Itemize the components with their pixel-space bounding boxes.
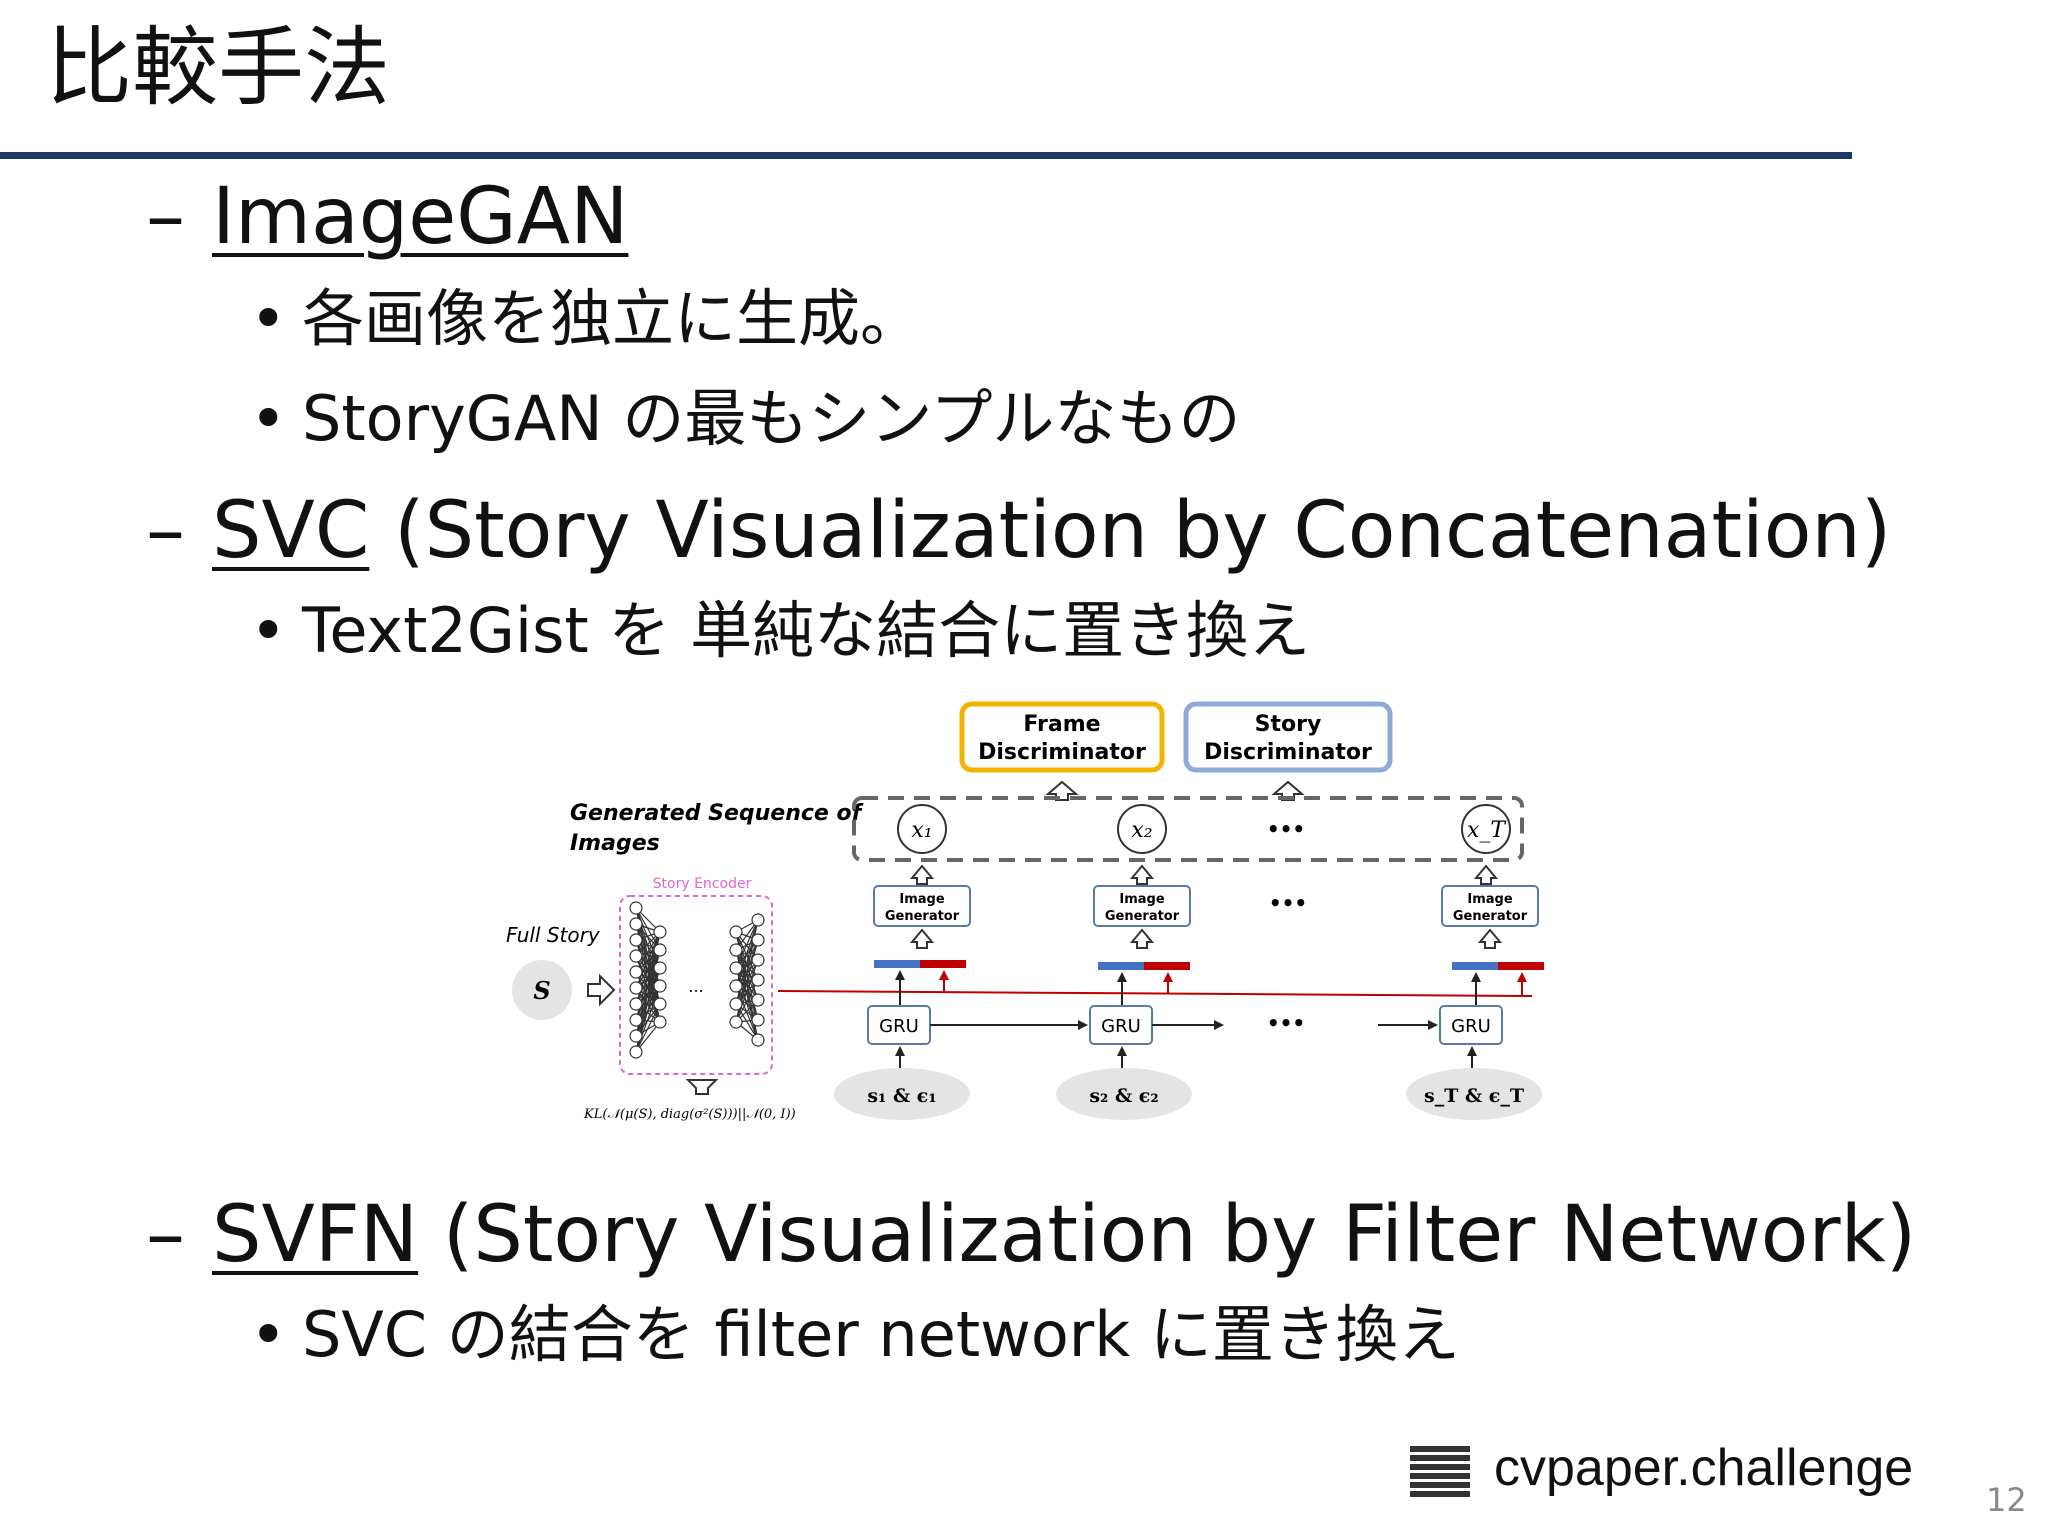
- bullet-text: StoryGAN の最もシンプルなもの: [302, 382, 1241, 455]
- svg-text:GRU: GRU: [1451, 1016, 1491, 1037]
- encoder-output-line: [777, 990, 1533, 997]
- full-story-label: Full Story: [506, 923, 601, 947]
- title-divider: [0, 152, 1852, 159]
- item-name: ImageGAN: [212, 172, 629, 262]
- image-generator-t: Image Generator: [1441, 885, 1539, 927]
- bullet-text: SVC の結合を filter network に置き換え: [302, 1298, 1460, 1371]
- output-node-1: x₁: [897, 804, 947, 854]
- generated-sequence-box: [852, 796, 1524, 862]
- brand-name: cvpaper.challenge: [1494, 1439, 1914, 1497]
- bullet: •Text2Gist を 単純な結合に置き換え: [250, 594, 1310, 668]
- svg-text:GRU: GRU: [1101, 1016, 1141, 1037]
- bullet: •各画像を独立に生成。: [250, 282, 922, 356]
- gru-cell-2: GRU: [1089, 1005, 1153, 1045]
- svg-text:x₂: x₂: [1131, 818, 1152, 843]
- output-node-t: x_T: [1461, 804, 1511, 854]
- svg-text:s₁ & ϵ₁: s₁ & ϵ₁: [867, 1085, 936, 1107]
- svg-text:GRU: GRU: [879, 1016, 919, 1037]
- input-node-2: s₂ & ϵ₂: [1056, 1068, 1192, 1120]
- item-svfn: –SVFN (Story Visualization by Filter Net…: [146, 1190, 1916, 1280]
- cvpaper-logo-icon: [1410, 1446, 1470, 1497]
- item-rest: (Story Visualization by Concatenation): [369, 486, 1892, 576]
- gru-cell-1: GRU: [867, 1005, 931, 1045]
- input-node-1: s₁ & ϵ₁: [834, 1068, 970, 1120]
- bullet-dot: •: [250, 382, 287, 455]
- svg-text:x₁: x₁: [911, 818, 932, 843]
- up-arrow-icon: [1045, 780, 1079, 801]
- output-node-2: x₂: [1117, 804, 1167, 854]
- item-name: SVC: [212, 486, 370, 576]
- svg-text:Generator: Generator: [1453, 909, 1528, 924]
- dash: –: [146, 486, 185, 576]
- svg-text:Image: Image: [1119, 892, 1164, 907]
- generated-sequence-label-2: Images: [570, 831, 660, 856]
- item-imagegan: –ImageGAN: [146, 172, 628, 262]
- svg-text:Generator: Generator: [885, 909, 960, 924]
- down-arrow-icon: [685, 1079, 719, 1095]
- dash: –: [146, 172, 185, 262]
- kl-loss-label: KL(𝒩(μ(S), diag(σ²(S)))||𝒩(0, I)): [583, 1107, 796, 1122]
- full-story-node: [512, 960, 572, 1020]
- slide-title: 比較手法: [46, 18, 390, 118]
- svg-text:Image: Image: [1467, 892, 1512, 907]
- frame-discriminator-line1: Frame: [1023, 712, 1100, 737]
- svg-text:s_T & ϵ_T: s_T & ϵ_T: [1424, 1085, 1524, 1107]
- item-name: SVFN: [212, 1190, 419, 1280]
- full-story-symbol: S: [533, 976, 550, 1005]
- dash: –: [146, 1190, 185, 1280]
- gru-cell-t: GRU: [1439, 1005, 1503, 1045]
- image-generator-1: Image Generator: [873, 885, 971, 927]
- bullet-dot: •: [250, 282, 287, 355]
- svg-text:Image: Image: [899, 892, 944, 907]
- story-encoder-box: [619, 895, 773, 1075]
- story-discriminator-line2: Discriminator: [1204, 740, 1372, 765]
- story-encoder-label: Story Encoder: [653, 876, 752, 892]
- concat-vector-2: [1098, 962, 1190, 970]
- image-generator-2: Image Generator: [1093, 885, 1191, 927]
- bullet: •StoryGAN の最もシンプルなもの: [250, 382, 1240, 456]
- svg-text:Generator: Generator: [1105, 909, 1180, 924]
- concat-vector-1: [874, 960, 966, 968]
- bullet-text: 各画像を独立に生成。: [302, 282, 923, 355]
- ellipsis: •••: [1267, 817, 1305, 841]
- concat-vector-t: [1452, 962, 1544, 970]
- svg-text:s₂ & ϵ₂: s₂ & ϵ₂: [1089, 1085, 1158, 1107]
- storygan-architecture-diagram: Frame Discriminator Story Discriminator …: [506, 701, 1544, 1122]
- story-discriminator-box: Story Discriminator: [1183, 701, 1393, 773]
- bullet-dot: •: [250, 1298, 287, 1371]
- frame-discriminator-line2: Discriminator: [978, 740, 1146, 765]
- neural-network-icon: [629, 901, 765, 1059]
- story-discriminator-line1: Story: [1255, 712, 1322, 737]
- frame-discriminator-box: Frame Discriminator: [959, 701, 1165, 773]
- generated-sequence-label-1: Generated Sequence of: [570, 801, 864, 826]
- bullet-text: Text2Gist を 単純な結合に置き換え: [302, 594, 1311, 667]
- page-number: 12: [1986, 1481, 2027, 1519]
- encoder-ellipsis: ...: [688, 977, 703, 996]
- right-arrow-icon: [587, 973, 616, 1007]
- svg-text:x_T: x_T: [1467, 818, 1507, 843]
- input-node-t: s_T & ϵ_T: [1406, 1068, 1542, 1120]
- item-svc: –SVC (Story Visualization by Concatenati…: [146, 486, 1891, 576]
- ellipsis: •••: [1269, 891, 1307, 915]
- bullet-dot: •: [250, 594, 287, 667]
- item-rest: (Story Visualization by Filter Network): [418, 1190, 1917, 1280]
- ellipsis: •••: [1267, 1011, 1305, 1035]
- bullet: •SVC の結合を filter network に置き換え: [250, 1298, 1460, 1372]
